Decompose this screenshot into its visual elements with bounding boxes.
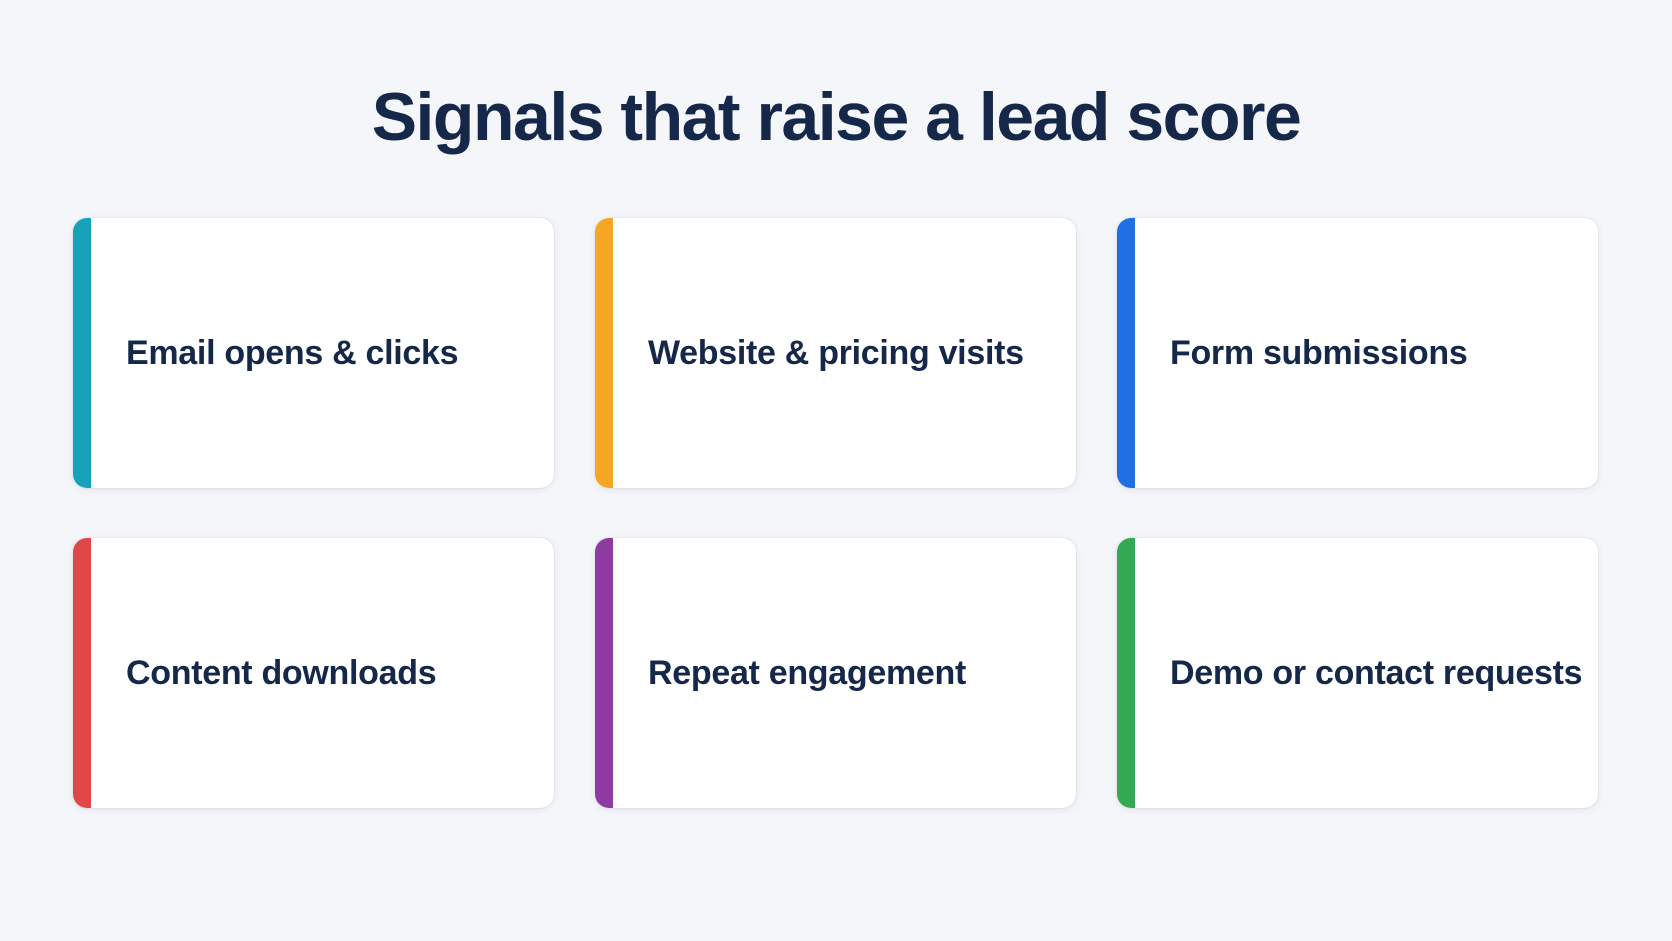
card-accent-bar xyxy=(1117,538,1135,808)
card-label: Repeat engagement xyxy=(648,653,966,692)
signal-card-email: Email opens & clicks xyxy=(73,218,554,488)
signal-card-downloads: Content downloads xyxy=(73,538,554,808)
signal-card-grid: Email opens & clicks Website & pricing v… xyxy=(73,218,1598,808)
signal-card-repeat: Repeat engagement xyxy=(595,538,1076,808)
card-label: Content downloads xyxy=(126,653,437,692)
card-accent-bar xyxy=(73,218,91,488)
page-title: Signals that raise a lead score xyxy=(371,79,1302,155)
card-accent-bar xyxy=(595,218,613,488)
card-accent-bar xyxy=(73,538,91,808)
card-label: Email opens & clicks xyxy=(126,333,459,372)
card-label: Form submissions xyxy=(1170,333,1468,372)
signal-card-website: Website & pricing visits xyxy=(595,218,1076,488)
card-accent-bar xyxy=(595,538,613,808)
card-accent-bar xyxy=(1117,218,1135,488)
signal-card-demo: Demo or contact requests xyxy=(1117,538,1598,808)
card-label: Website & pricing visits xyxy=(648,333,1024,372)
signal-card-forms: Form submissions xyxy=(1117,218,1598,488)
card-label: Demo or contact requests xyxy=(1170,653,1583,692)
